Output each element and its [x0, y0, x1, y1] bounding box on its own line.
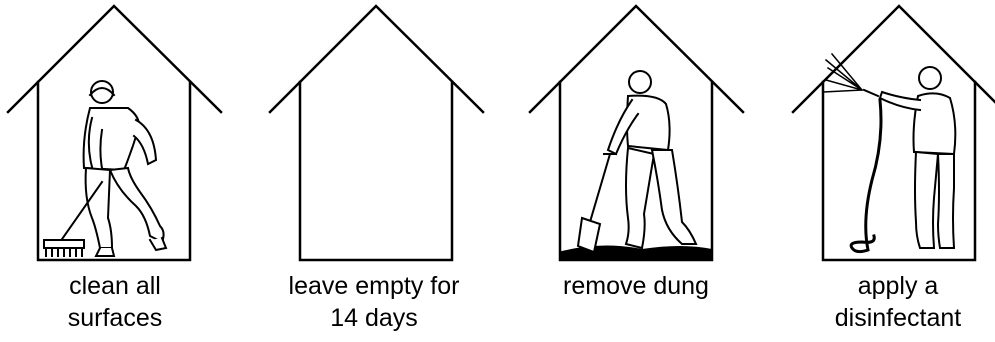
caption-line: leave empty for [259, 270, 489, 302]
caption-line: remove dung [521, 270, 751, 302]
caption-apply-disinfectant: apply a disinfectant [783, 270, 995, 334]
house-outline-2 [270, 6, 483, 260]
worker-shoveling-icon [562, 71, 712, 260]
house-outline-4 [793, 6, 995, 260]
caption-line: clean all [0, 270, 230, 302]
caption-leave-empty: leave empty for 14 days [259, 270, 489, 334]
caption-line: surfaces [0, 302, 230, 334]
caption-line: 14 days [259, 302, 489, 334]
caption-remove-dung: remove dung [521, 270, 751, 302]
caption-line: disinfectant [783, 302, 995, 334]
caption-line: apply a [783, 270, 995, 302]
caption-clean-all-surfaces: clean all surfaces [0, 270, 230, 334]
worker-sweeping-icon [44, 81, 166, 256]
worker-spraying-icon [824, 54, 955, 252]
